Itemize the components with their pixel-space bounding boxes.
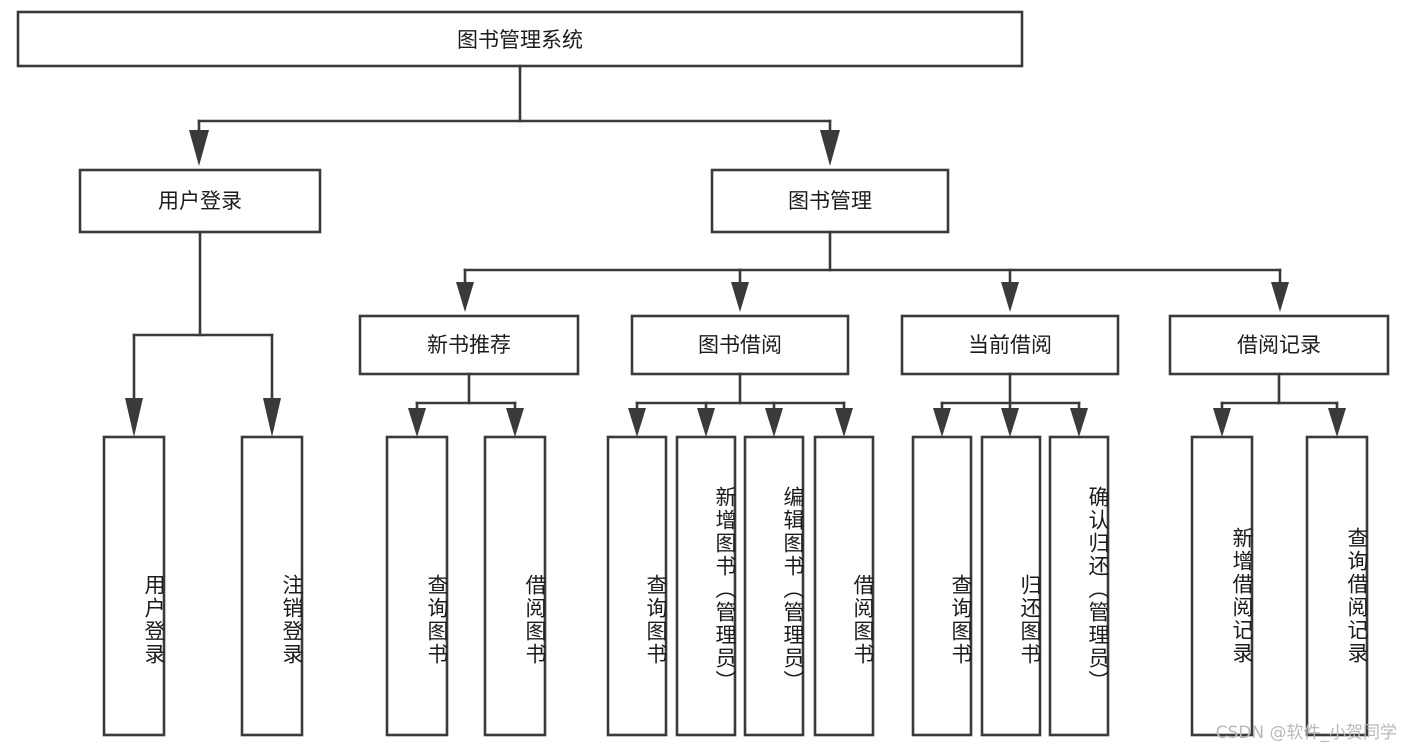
arrow-leaf-cb-return-book [1001,408,1019,437]
leaf-box-cb-query-book[interactable] [911,435,973,737]
book-management-box [710,168,950,234]
arrow-leaf-user-login [125,398,143,437]
arrow-leaf-br-add-record [1213,408,1231,437]
new-book-recommend-label: 新书推荐 [427,333,511,357]
borrow-record-label: 借阅记录 [1237,333,1321,357]
arrow-leaf-bb-query-book [628,408,646,437]
arrow-new-book-recommend [456,282,474,312]
leaf-box-br-add-record[interactable] [1190,435,1254,737]
node-new-book-recommend[interactable]: 新书推荐 [358,314,580,376]
arrow-leaf-bb-edit-book [765,408,783,437]
arrow-leaf-bb-add-book [697,408,715,437]
root-box [16,10,1024,68]
node-user-login[interactable]: 用户登录 [78,168,322,234]
leaf-box-cb-confirm-return[interactable] [1048,435,1110,737]
arrow-book-borrow [731,282,749,312]
leaf-box-br-query-record[interactable] [1305,435,1369,737]
arrow-borrow-record [1271,282,1289,312]
book-borrow-label: 图书借阅 [698,333,782,357]
leaf-box-bb-borrow-book[interactable] [813,435,875,737]
leaf-box-bb-add-book[interactable] [675,435,737,737]
arrow-leaf-nbr-borrow-book [506,408,524,437]
leaf-box-cb-return-book[interactable] [980,435,1042,737]
leaf-box-logout[interactable] [240,435,304,737]
arrow-leaf-br-query-record [1328,408,1346,437]
arrow-user-login [189,130,209,166]
leaf-box-bb-edit-book[interactable] [743,435,805,737]
csdn-watermark: CSDN @软件_小贺同学 [1215,723,1397,743]
leaf-box-bb-query-book[interactable] [606,435,668,737]
arrow-leaf-cb-confirm-return [1070,408,1088,437]
leaf-box-nbr-query-book[interactable] [385,435,449,737]
arrow-leaf-logout [263,398,281,437]
leaf-box-nbr-borrow-book[interactable] [483,435,547,737]
new-book-recommend-box [358,314,580,376]
node-book-borrow[interactable]: 图书借阅 [630,314,850,376]
current-borrow-label: 当前借阅 [968,333,1052,357]
arrow-leaf-cb-query-book [933,408,951,437]
book-borrow-box [630,314,850,376]
arrow-leaf-nbr-query-book [408,408,426,437]
user-login-label: 用户登录 [158,189,242,213]
current-borrow-box [900,314,1120,376]
borrow-record-box [1168,314,1390,376]
root-label: 图书管理系统 [457,28,583,52]
book-management-label: 图书管理 [788,189,872,213]
node-current-borrow[interactable]: 当前借阅 [900,314,1120,376]
node-book-management[interactable]: 图书管理 [710,168,950,234]
arrow-current-borrow [1001,282,1019,312]
arrow-book-mgmt [820,130,840,166]
node-borrow-record[interactable]: 借阅记录 [1168,314,1390,376]
node-root[interactable]: 图书管理系统 [16,10,1024,68]
leaf-box-user-login[interactable] [102,435,166,737]
arrow-leaf-bb-borrow-book [835,408,853,437]
